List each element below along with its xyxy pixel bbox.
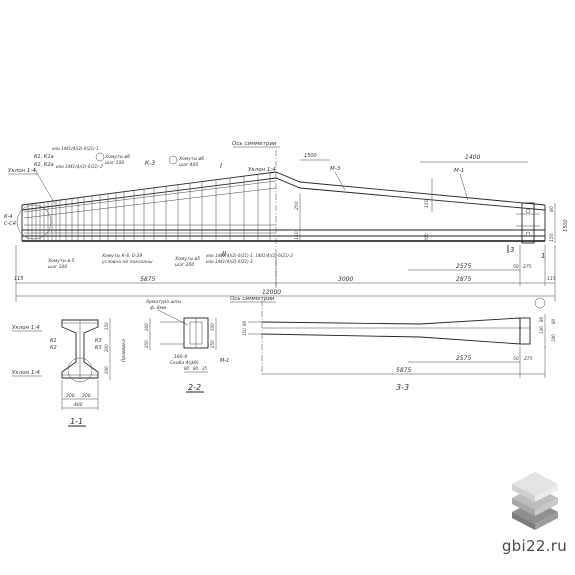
vdim-mid-250: 250 [294,201,300,210]
section-3-3-dim-50: 50 [513,356,519,362]
dim-3000: 3000 [338,276,353,283]
section-3-3-vdim-l2: 150 [242,328,247,336]
bottom-note-1b: шаг 100 [48,264,67,270]
section-2-2-dim-b2: 80 [193,366,199,371]
section-1-1-bottom-label: Уклон 1:4 [12,370,40,376]
bottom-note-4b: или 1441(4)(2)-6(21)-3 [206,259,253,264]
section-3-3-vdim-l1: 80 [242,320,247,326]
section-1-1-dim-total: 400 [74,402,83,408]
section-3-3-dim-2575: 2575 [456,355,471,362]
bottom-note-2b: условно не показаны [101,260,153,265]
vdim-right-1500: 1500 [563,219,569,232]
dim-12000: 12000 [262,289,281,296]
section-3-3-vdim-r3: 80 [551,318,556,324]
section-3-3-dim-275: 275 [524,356,533,362]
left-mark-c4: С-С4 [4,221,16,227]
bottom-note-1: Хомуты ø 5 [47,258,75,264]
section-2-2-title: 2-2 [188,383,201,392]
section-2-2-bottom-1: 180-4 [174,354,187,360]
section-mark-bottom: II [222,250,226,258]
slope-left: Уклон 1:4 [8,168,36,174]
section-3-3-title: 3-3 [396,383,409,392]
section-1-1-top-label: Уклон 1:4 [12,325,40,331]
dim-275: 275 [523,264,532,270]
mark-k2: К2, К2а [34,162,54,168]
bottom-note-3: Хомуты ø5 [174,256,200,262]
section-2-2-dim-l2: 250 [144,340,149,348]
vdim-right-150: 150 [549,233,555,242]
mark-k1: К1, К1а [34,154,54,160]
dim-top-1400: 1400 [465,154,480,161]
section-label-right: 3 [510,246,514,254]
mark-m1: М-1 [454,168,464,174]
vdim-right-80: 80 [549,206,555,212]
section-1-1-dim-r3: 200 [104,366,109,374]
section-2-2-dim-r2: 250 [210,340,215,348]
section-2-2-dim-r1: 100 [210,323,215,331]
axis-label: Ось симметрии [232,141,277,147]
dim-115-left: 115 [14,276,24,282]
section-2-2-dim-l1: 200 [144,323,149,331]
section-3-3-dim-5875: 5875 [396,367,411,374]
left-mark-k4: К-4 [4,214,13,220]
beam-elevation: Ось симметрии [4,141,569,309]
section-1-1-mark-k1: К1 [50,338,57,344]
dim-50: 50 [513,264,519,270]
section-1-1-mark-k2: К2 [50,345,57,351]
mark-note-2: или 1441(4)(2)-6(21)-2 [56,164,103,169]
section-1-1-dim-b1: 200 [66,393,75,399]
stirrups [23,173,277,240]
section-1-1-side-text: Проверка [121,339,127,362]
bracket-note-2: Хомуты ø6 [178,156,204,162]
section-3-3-vdim-r4: 180 [551,334,556,342]
section-1-1-title: 1-1 [70,417,83,426]
section-2-2-dim-b3: 35 [202,366,208,371]
section-label-right2: 1 [541,252,545,260]
section-3-3-vdim-r2: 130 [539,326,544,334]
section-2-2: Арматура шпы ф. 8мм 200 250 100 250 180-… [144,299,229,393]
mark-note-1: или 1441(4)(2)-6(21)-1 [52,146,99,151]
bottom-note-4: или 1441(4)(2)-6(21)-1, 1441(4)(2)-6(21)… [206,253,293,258]
section-1-1-dim-b2: 200 [82,393,91,399]
vdim-mid-150: 150 [294,231,300,240]
section-1-1-mark-k3a: К3 [95,338,102,344]
vdim-mid2-200: 200 [424,233,430,242]
brand-text: gbi22.ru [501,537,567,555]
dim-2875: 2875 [456,276,471,283]
section-2-2-bottom-2: Скоба 4(ф8) [170,360,199,366]
brand-logo-icon [512,472,558,530]
dim-5875: 5875 [140,276,155,283]
dim-115-right: 115 [547,276,556,282]
vdim-mid2-150: 150 [424,199,430,208]
section-2-2-mark: М-1 [220,358,229,364]
bracket-note-1: Хомуты ø6 [104,154,130,160]
section-1-1-dim-r2: 200 [104,344,109,352]
dim-2575: 2575 [456,263,471,270]
bracket-note-1b: шаг 100 [105,160,124,166]
section-1-1: Уклон 1:4 К1 К2 К3 К3 Уклон 1:4 Проверка… [12,318,127,427]
bracket-note-2b: шаг 400 [179,162,198,168]
bottom-note-2: Хомуты К-6, 0-39 [101,253,142,259]
dim-top-1500: 1500 [304,153,317,159]
section-mark-top: I [220,162,222,170]
mark-m3: М-3 [330,166,341,172]
section-2-2-top-label2: ф. 8мм [150,305,167,311]
section-2-2-dim-b1: 80 [184,366,190,371]
section-2-2-top-label: Арматура шпы [145,299,181,305]
mark-k3: К-3 [145,160,155,167]
section-1-1-dim-r1: 150 [104,322,109,330]
section-3-3-vdim-r1: 80 [539,316,544,322]
section-3-3-axis-label: Ось симметрии [230,296,275,302]
section-1-1-mark-k3b: К3 [95,345,102,351]
slope-right: Уклон 1:4 [248,167,276,173]
bottom-note-3b: шаг 200 [175,262,194,268]
section-3-3: Ось симметрии 80 150 80 130 80 180 2575 … [230,296,556,392]
